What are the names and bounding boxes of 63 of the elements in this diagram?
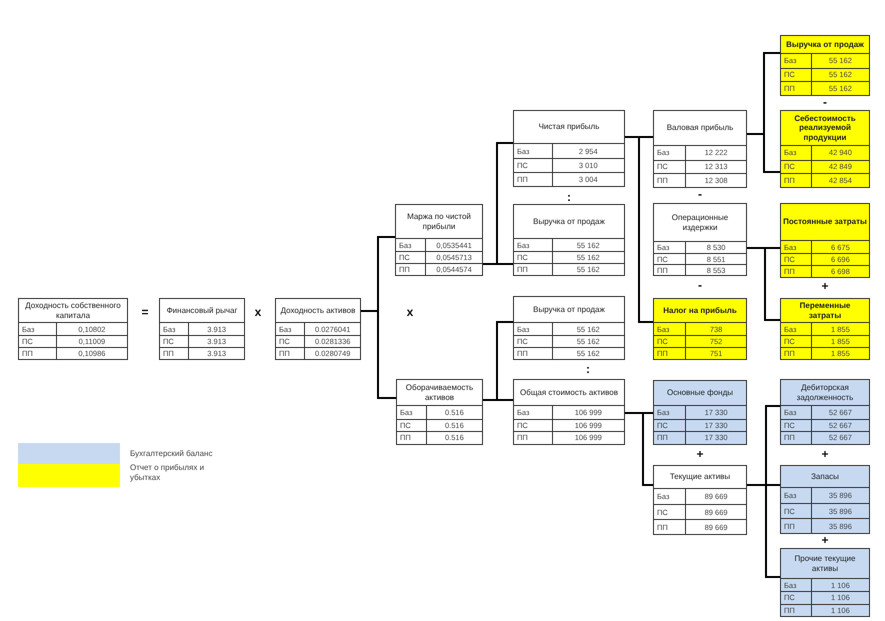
operator-sign: - xyxy=(698,279,702,291)
metric-title: Чистая прибыль xyxy=(514,111,624,144)
metric-table xyxy=(396,379,483,444)
operator-sign: + xyxy=(822,448,828,460)
operator-sign: x xyxy=(254,306,262,318)
metric-title: Текущие активы xyxy=(654,466,746,489)
metric-title: Маржа по чистой прибыли xyxy=(396,205,482,239)
metric-title: Выручка от продаж xyxy=(781,36,869,54)
metric-table xyxy=(653,465,747,535)
operator-sign: + xyxy=(696,448,704,460)
metric-table xyxy=(780,548,870,617)
connector-line xyxy=(625,136,653,323)
operator-sign: = xyxy=(142,306,148,318)
metric-title: Операционные издержки xyxy=(654,204,746,242)
legend-label: Бухгалтерский баланс xyxy=(130,449,214,459)
metric-table xyxy=(653,203,747,276)
operator-sign: - xyxy=(823,96,827,108)
metric-title: Общая стоимость активов xyxy=(514,380,624,406)
legend-label: Отчет о прибылях и убытках xyxy=(130,463,206,483)
metric-title: Основные фонды xyxy=(654,381,746,406)
metric-table xyxy=(780,298,870,360)
metric-table xyxy=(780,35,870,96)
operator-sign: x xyxy=(406,306,414,318)
operator-sign: : xyxy=(586,363,590,375)
metric-table xyxy=(780,110,870,188)
operator-sign: + xyxy=(822,534,828,546)
metric-title: Выручка от продаж xyxy=(514,205,624,239)
metric-table xyxy=(653,298,747,360)
metric-table xyxy=(395,204,483,276)
metric-title: Переменные затраты xyxy=(781,299,869,323)
metric-title: Себестоимость реализуемой продукции xyxy=(781,111,869,146)
metric-title: Прочие текущие активы xyxy=(781,549,869,579)
metric-table xyxy=(159,298,245,360)
metric-title: Доходность активов xyxy=(276,299,360,323)
metric-title: Валовая прибыль xyxy=(654,111,746,146)
metric-title: Налог на прибыль xyxy=(654,299,746,323)
metric-table xyxy=(780,203,870,278)
metric-title: Финансовый рычаг xyxy=(160,299,244,323)
metric-title: Дебиторская задолженность xyxy=(781,380,869,406)
operator-sign: - xyxy=(698,188,702,200)
operator-sign: : xyxy=(567,191,571,203)
connector-line xyxy=(483,263,513,265)
metric-title: Постоянные затраты xyxy=(781,204,869,241)
operator-sign: + xyxy=(822,280,828,292)
connector-line xyxy=(747,133,780,173)
connector-line xyxy=(361,310,396,399)
metric-table xyxy=(513,379,625,444)
metric-table xyxy=(653,380,747,444)
connector-line xyxy=(625,412,653,486)
metric-table xyxy=(275,298,361,360)
metric-table xyxy=(18,298,128,360)
connector-line xyxy=(483,399,513,401)
metric-table xyxy=(780,379,870,444)
metric-table xyxy=(513,296,625,360)
metric-table xyxy=(513,204,625,276)
metric-title: Запасы xyxy=(781,466,869,488)
metric-table xyxy=(653,110,747,188)
metric-table xyxy=(780,465,870,534)
metric-table xyxy=(513,110,625,187)
metric-title: Доходность собственного капитала xyxy=(19,299,127,323)
connector-line xyxy=(747,247,780,321)
metric-title: Оборачиваемость активов xyxy=(397,380,482,406)
metric-title: Выручка от продаж xyxy=(514,297,624,323)
